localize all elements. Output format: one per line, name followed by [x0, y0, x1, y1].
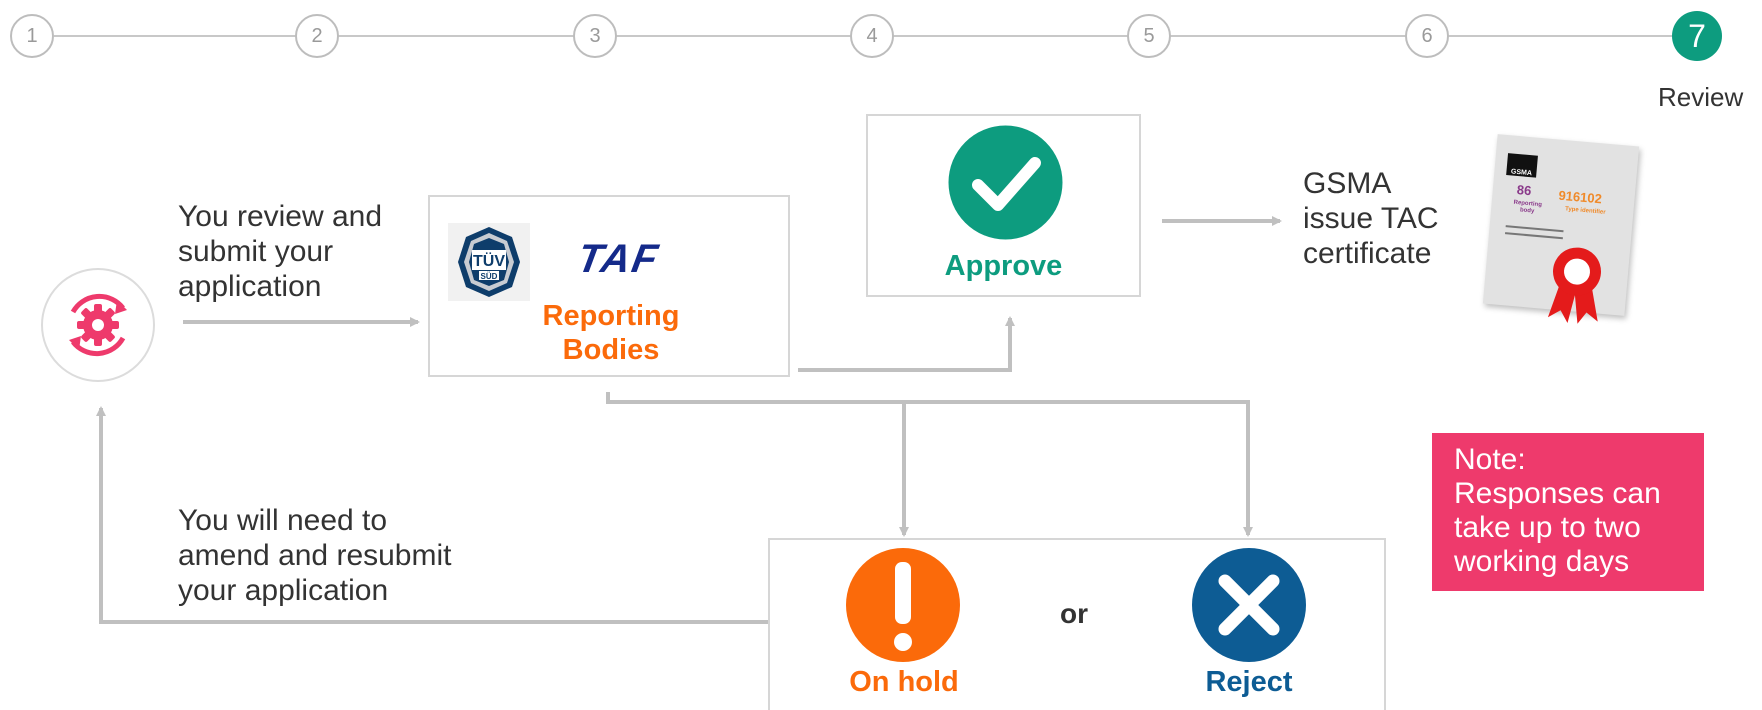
step-number: 2 [311, 24, 323, 47]
arrow-to-approve [798, 316, 1015, 372]
text-line: amend and resubmit [178, 539, 452, 572]
type-identifier-caption: Type identifier [1564, 206, 1606, 216]
text-line: submit your [178, 235, 334, 268]
reporting-bodies-label: Reporting Bodies [430, 299, 792, 367]
active-step-label: Review [1658, 82, 1744, 112]
reporting-bodies-box: TÜV SÜD TAF Reporting Bodies [428, 195, 790, 377]
text-line: You review and [178, 200, 383, 233]
on-hold-label: On hold [849, 666, 959, 698]
user-process-icon [41, 268, 155, 382]
step-6[interactable]: 6 [1405, 14, 1449, 58]
text-line: application [178, 270, 322, 303]
certificate-line [1504, 232, 1563, 240]
text-line: certificate [1303, 237, 1432, 270]
taf-logo: TAF [574, 237, 663, 281]
step-4[interactable]: 4 [850, 14, 894, 58]
gsma-issue-text: GSMA issue TAC certificate [1303, 166, 1439, 271]
text-line: working days [1454, 545, 1630, 578]
step-1[interactable]: 1 [10, 14, 54, 58]
gear-refresh-icon [69, 293, 127, 357]
step-number: 3 [589, 24, 601, 47]
text-line: your application [178, 574, 389, 607]
step-3[interactable]: 3 [573, 14, 617, 58]
step-number: 6 [1421, 24, 1433, 47]
x-circle-icon [1192, 548, 1306, 662]
step-7-active[interactable]: 7 [1672, 11, 1722, 61]
reporting-body-code: 86 [1516, 182, 1532, 199]
approve-box: Approve [866, 114, 1141, 297]
arrow-resubmit [96, 406, 768, 624]
type-identifier-code: 916102 [1557, 187, 1603, 207]
step-number: 4 [866, 24, 878, 47]
tuv-logo: TÜV SÜD [448, 223, 530, 301]
certificate-line [1505, 225, 1564, 233]
response-time-note: Note: Responses can take up to two worki… [1432, 433, 1704, 591]
reporting-body-caption: Reporting body [1513, 199, 1543, 215]
check-circle-icon [948, 125, 1063, 240]
svg-text:SÜD: SÜD [481, 272, 498, 281]
text-line: You will need to [178, 504, 388, 537]
exclamation-circle-icon [846, 548, 960, 662]
step-number: 7 [1688, 17, 1706, 54]
or-label: or [1060, 598, 1088, 629]
step-number: 5 [1143, 24, 1155, 47]
seal-ribbon-icon [1547, 247, 1602, 324]
user-review-text: You review and submit your application [178, 199, 382, 304]
step-2[interactable]: 2 [295, 14, 339, 58]
text-line: Bodies [562, 334, 660, 366]
branch-line [606, 392, 1253, 537]
step-number: 1 [26, 24, 38, 47]
outcome-box: On hold or Reject [768, 538, 1386, 710]
text-line: Responses can [1454, 477, 1661, 510]
tac-certificate: GSMA 86 Reporting body 916102 Type ident… [1482, 134, 1640, 324]
reject-label: Reject [1205, 666, 1293, 698]
text-line: GSMA [1303, 167, 1392, 200]
amend-resubmit-text: You will need to amend and resubmit your… [178, 503, 452, 608]
text-line: issue TAC [1303, 202, 1439, 235]
text-line: Note: [1454, 443, 1526, 476]
svg-text:TÜV: TÜV [473, 251, 505, 270]
step-5[interactable]: 5 [1127, 14, 1171, 58]
text-line: Reporting [542, 300, 680, 332]
gsma-logo: GSMA [1506, 153, 1538, 178]
approve-label: Approve [944, 250, 1063, 282]
text-line: take up to two [1454, 511, 1641, 544]
tuv-sud-logo-icon: TÜV SÜD [458, 227, 520, 297]
